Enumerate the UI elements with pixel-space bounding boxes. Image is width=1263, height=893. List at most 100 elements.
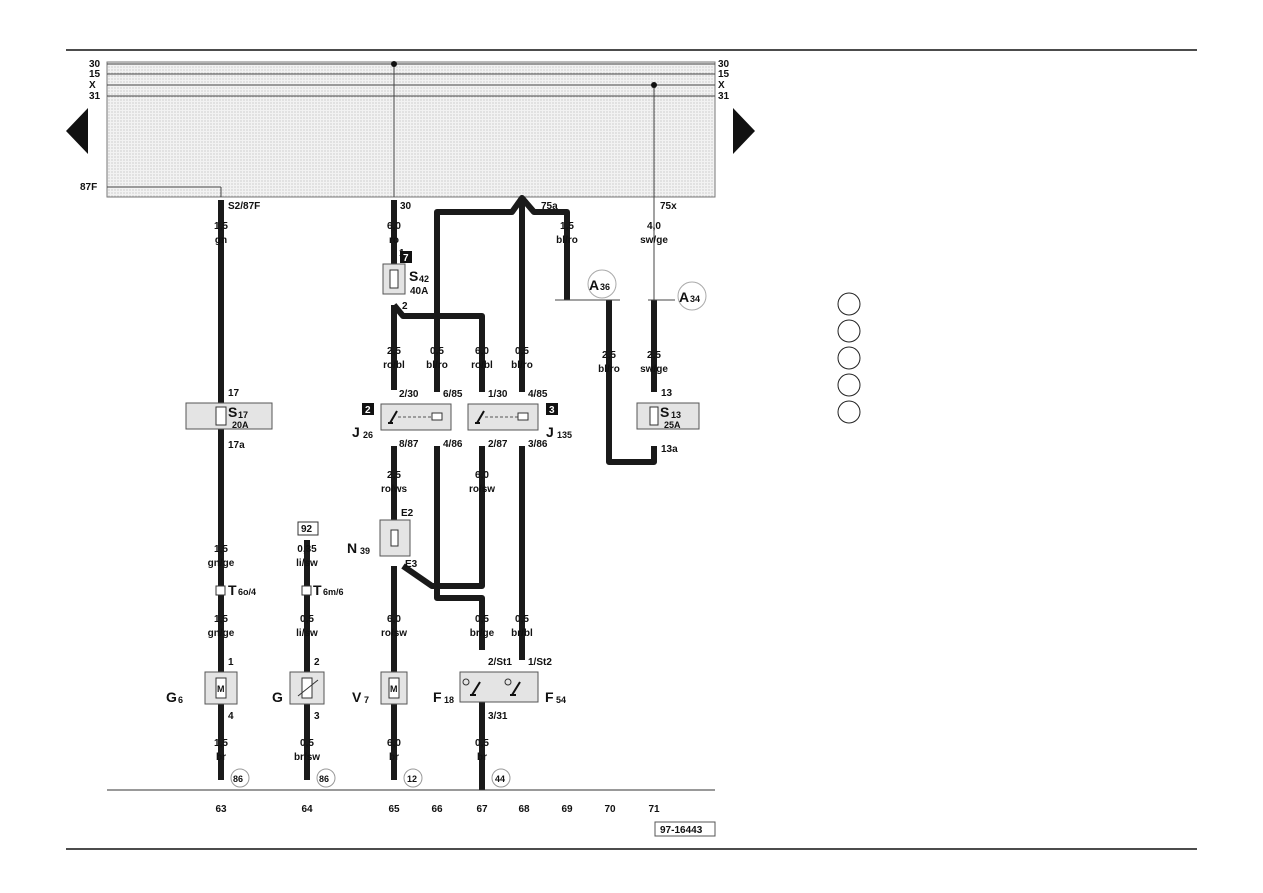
ground-86-label: 86 [319,774,329,784]
wire-color: sw/ge [640,364,668,375]
thermo-switch-f18-f54: F 18 F 54 [433,671,566,705]
legend-circle [837,292,861,316]
connector-label: 1/30 [488,389,508,400]
a34-name: A [679,289,689,305]
wire-color: ro/sw [381,628,407,639]
a34-circle [677,281,707,311]
j26-name: J [352,424,360,440]
connector-label: 1 [228,657,234,668]
connector-icon [301,585,312,596]
s13-sub: 13 [671,410,681,420]
wire-j26-f18 [434,446,485,650]
wire-color: br [216,752,226,763]
wire-size: 1,5 [214,544,228,555]
t6o-sub: 6o/4 [238,587,256,597]
relay-panel [106,61,716,198]
wire-size: 6,0 [475,346,489,357]
connector-label: 2 [314,657,320,668]
g6-motor-symbol: M [217,684,225,694]
next-page-arrow-icon[interactable] [733,108,755,154]
legend-circle [837,400,861,424]
thermometer-icon [504,678,512,686]
rail-label-right: 31 [718,91,730,102]
box-7-label: 7 [403,253,409,264]
g-name: G [272,689,283,705]
wire-color: li/sw [296,628,318,639]
n39-sub: 39 [360,546,370,556]
wire-size: 1,5 [214,738,228,749]
wire-size: 2,5 [387,346,401,357]
column-number: 69 [561,804,573,815]
connector-label: E2 [401,508,414,519]
wire-size: 2,5 [602,350,616,361]
splice-a34: A 34 [677,281,707,311]
j135-sub: 135 [557,430,572,440]
previous-page-arrow-icon[interactable] [66,108,88,154]
wire-size: 0,5 [475,738,489,749]
switch-icon [475,410,485,424]
fuse-s17: S 17 20A [185,402,273,430]
fuse-s13-body [636,402,700,430]
rail-label-right: 30 [718,59,730,70]
fuse-icon [649,406,659,426]
wire-size: 1,5 [560,221,574,232]
connector-label: 17 [228,388,240,399]
n39-body [379,519,411,557]
sender-g6: M G 6 [166,671,238,705]
a34-sub: 34 [690,294,700,304]
connector-label: 3 [314,711,320,722]
wire-color: li/sw [296,558,318,569]
g6-name: G [166,689,177,705]
resistor-icon [390,529,399,547]
column-number: 70 [604,804,616,815]
thermometer-icon [462,678,470,686]
column-number: 63 [215,804,227,815]
connector-label: 13a [661,444,678,455]
connector-label: E3 [405,559,418,570]
wire-color: br/sw [294,752,320,763]
splice-a36: A 36 [587,269,617,299]
wire-color: ro/ws [381,484,408,495]
fuse-s13: S 13 25A [636,402,700,430]
fuse-s17-body [185,402,273,430]
rail-label-left: 31 [89,91,101,102]
s13-rating: 25A [664,420,681,430]
f-switch-body [459,671,539,703]
connector-label: 6/85 [443,389,463,400]
fuse-s42: 7 S 42 40A [382,251,429,297]
connector-t6o: T 6o/4 [215,582,256,598]
ground-86-label: 86 [233,774,243,784]
rail-label-right: X [718,80,725,91]
connector-label: 4/86 [443,439,463,450]
wire-size: 4,0 [647,221,661,232]
wire-75a-network [434,195,570,392]
t6m-name: T [313,582,322,598]
column-number: 71 [648,804,660,815]
s17-sub: 17 [238,410,248,420]
column-numbers: 63 64 65 66 67 68 69 70 71 [215,804,660,815]
connector-label: 4 [228,711,234,722]
column-number: 68 [518,804,530,815]
j26-sub: 26 [363,430,373,440]
a36-sub: 36 [600,282,610,292]
wire-color: ro [389,235,399,246]
wire-color: br [477,752,487,763]
coil-icon [431,412,443,421]
resistor-n39: N 39 [347,519,411,557]
column-number: 67 [476,804,488,815]
legend-circle [837,319,861,343]
f54-sub: 54 [556,695,566,705]
wire-color: ro/sw [469,484,495,495]
s42-rating: 40A [410,286,428,297]
sensor-icon [301,677,313,699]
connector-label: 2/87 [488,439,508,450]
rail-label-right: 15 [718,69,730,80]
fan-motor-v7: M V 7 [352,671,408,705]
connector-icon [215,585,226,596]
connector-label: 2/30 [399,389,419,400]
diagram-id-box [654,821,716,837]
wire-size: 6,0 [475,470,489,481]
diagram-id: 97-16443 [660,825,703,836]
wire-size: 1,5 [214,221,228,232]
relay-j26: 2 J 26 [352,403,452,440]
